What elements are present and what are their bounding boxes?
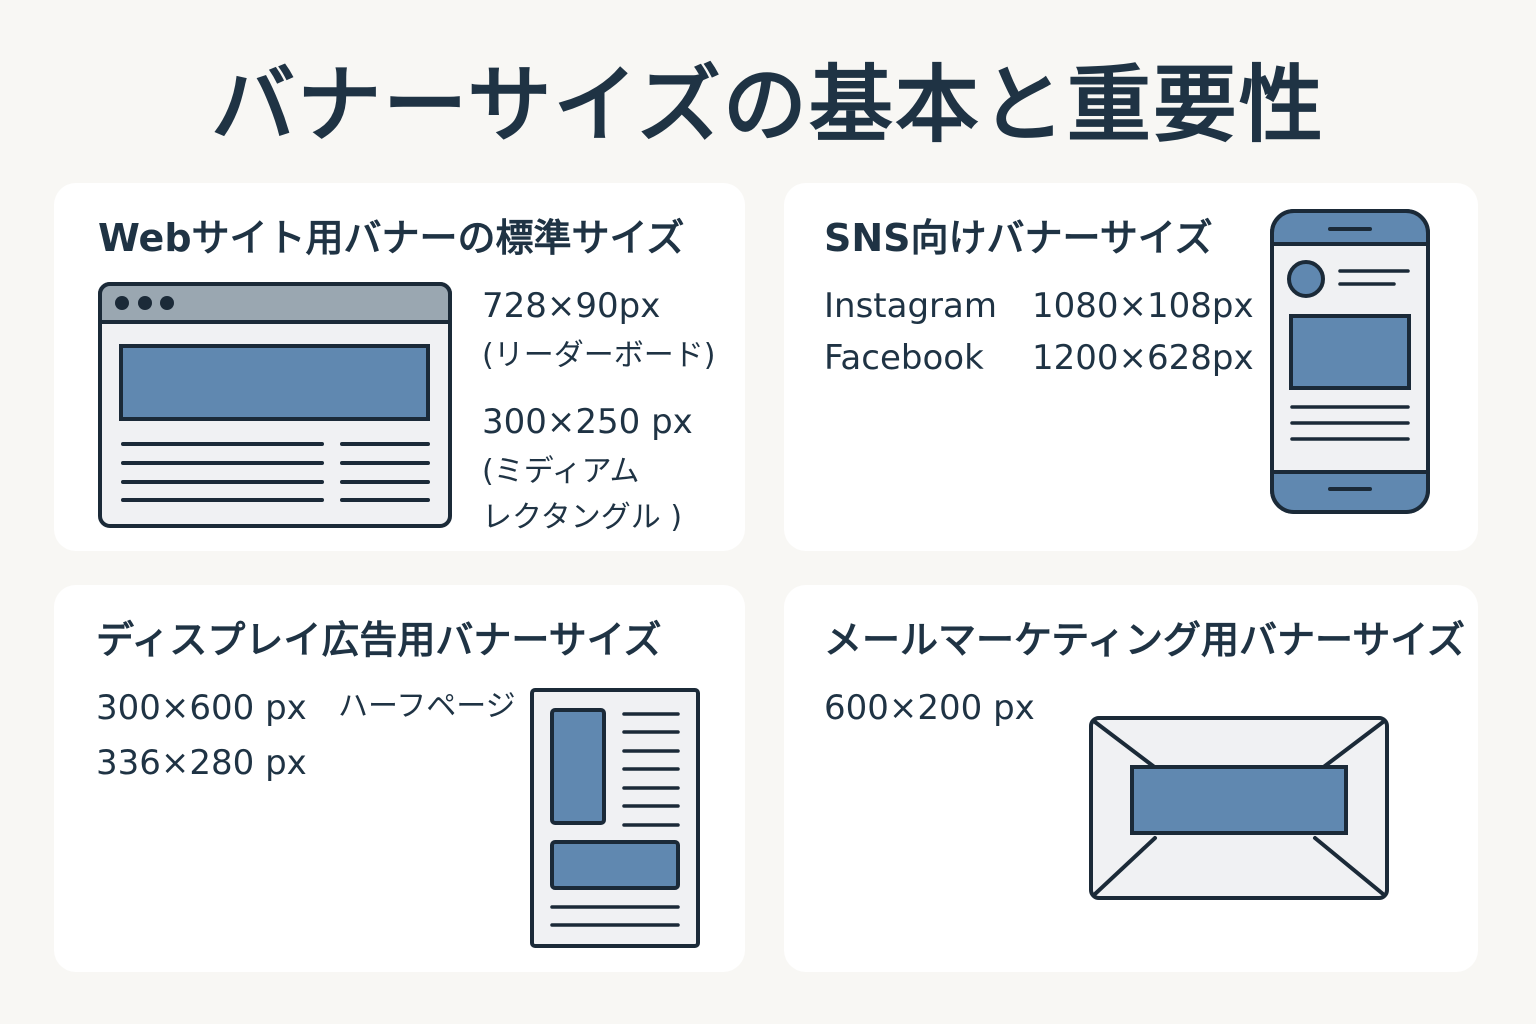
size-medium-rectangle: 300×250 px <box>482 402 693 442</box>
envelope-icon <box>1089 716 1389 900</box>
card-display-banners: ディスプレイ広告用バナーサイズ 300×600 px ハーフページ 336×28… <box>54 585 745 972</box>
page-title: バナーサイズの基本と重要性 <box>211 56 1325 154</box>
label-medium-rectangle-line1: (ミディアム <box>482 454 640 489</box>
card-sns-banners: SNS向けバナーサイズ Instagram 1080×108px Faceboo… <box>784 183 1478 551</box>
size-half-page: 300×600 px <box>96 688 307 728</box>
size-email-banner: 600×200 px <box>824 688 1035 728</box>
size-instagram: 1080×108px <box>1032 286 1254 326</box>
section-heading-sns: SNS向けバナーサイズ <box>824 216 1213 260</box>
section-heading-email: メールマーケティング用バナーサイズ <box>824 618 1466 662</box>
size-large-rectangle: 336×280 px <box>96 743 307 783</box>
label-leaderboard: (リーダーボード) <box>482 338 716 373</box>
section-heading-website: Webサイト用バナーの標準サイズ <box>98 216 685 260</box>
card-email-banners: メールマーケティング用バナーサイズ 600×200 px <box>784 585 1478 972</box>
document-layout-icon <box>530 688 700 948</box>
platform-facebook: Facebook <box>824 338 984 378</box>
label-half-page: ハーフページ <box>338 689 516 724</box>
platform-instagram: Instagram <box>824 286 997 326</box>
section-heading-display: ディスプレイ広告用バナーサイズ <box>96 618 662 662</box>
label-medium-rectangle-line2: レクタングル ) <box>482 500 683 535</box>
smartphone-icon <box>1270 209 1430 514</box>
card-website-banners: Webサイト用バナーの標準サイズ 728×90px (リーダーボード) 300×… <box>54 183 745 551</box>
size-leaderboard: 728×90px <box>482 286 661 326</box>
browser-window-icon <box>98 282 452 528</box>
size-facebook: 1200×628px <box>1032 338 1254 378</box>
